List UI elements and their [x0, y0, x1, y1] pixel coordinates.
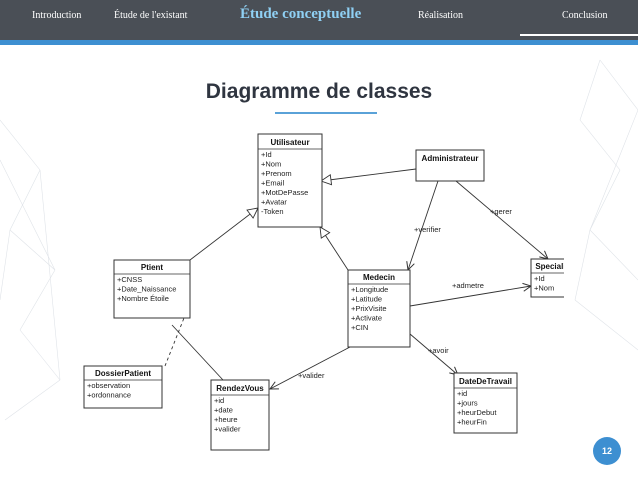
page-number-badge: 12	[593, 437, 621, 465]
class-attribute: +CIN	[351, 323, 368, 332]
class-attribute: +CNSS	[117, 275, 142, 284]
class-attribute: +PrixVisite	[351, 304, 387, 313]
classes-layer: Utilisateur+Id+Nom+Prenom+Email+MotDePas…	[83, 133, 564, 451]
label-avoir: +avoir	[428, 346, 449, 355]
label-verifier: +verifier	[414, 225, 441, 234]
class-attribute: +valider	[214, 425, 241, 434]
nav-etude-conceptuelle[interactable]: Étude conceptuelle	[240, 6, 362, 22]
class-box-medecin	[347, 269, 411, 348]
class-attribute: +jours	[457, 399, 478, 408]
nav-conclusion[interactable]: Conclusion	[562, 10, 608, 21]
top-navigation-bar: Introduction Étude de l'existant Étude c…	[0, 0, 638, 40]
class-datedetravail: DateDeTravail +id+jours+heurDebut+heurFin	[453, 372, 518, 434]
nav-etude-existant[interactable]: Étude de l'existant	[114, 10, 188, 21]
class-attribute: +Avatar	[261, 198, 287, 207]
class-name-rendezvous: RendezVous	[216, 384, 264, 393]
class-administrateur: Administrateur	[415, 149, 485, 182]
class-attribute: +heurFin	[457, 418, 487, 427]
class-box-utilisateur	[257, 133, 323, 228]
relation-administrateur-specialite	[455, 180, 548, 259]
class-box-datedetravail	[453, 372, 518, 434]
class-attribute: +Id	[261, 150, 272, 159]
class-attribute: +Date_Naissance	[117, 285, 176, 294]
relation-medecin-datedetravail	[402, 327, 458, 375]
class-attribute: +MotDePasse	[261, 188, 308, 197]
class-name-medecin: Medecin	[363, 273, 395, 282]
slide-title: Diagramme de classes	[205, 80, 433, 103]
relation-medecin-utilisateur	[319, 226, 349, 271]
label-admetre: +admetre	[452, 281, 484, 290]
class-attribute: +Activate	[351, 314, 382, 323]
class-attribute: +heure	[214, 415, 238, 424]
class-utilisateur: Utilisateur +Id+Nom+Prenom+Email+MotDePas…	[257, 133, 323, 228]
class-attribute: +id	[457, 389, 467, 398]
class-attribute: +Prenom	[261, 169, 292, 178]
class-attribute: +Latitude	[351, 295, 382, 304]
class-attribute: +ordonnance	[87, 391, 131, 400]
relation-dossierpatient-ptient	[164, 317, 185, 367]
nav-progress-segment	[520, 34, 638, 36]
title-underline	[275, 112, 377, 114]
class-name-utilisateur: Utilisateur	[270, 138, 309, 147]
class-box-ptient	[113, 259, 191, 319]
class-name-datedetravail: DateDeTravail	[459, 377, 512, 386]
class-attribute: +heurDebut	[457, 408, 497, 417]
class-name-dossierpatient: DossierPatient	[95, 369, 151, 378]
relation-administrateur-medecin	[408, 180, 439, 270]
relation-medecin-specialite	[409, 286, 531, 307]
class-name-administrateur: Administrateur	[422, 154, 479, 163]
class-name-ptient: Ptient	[141, 263, 164, 272]
relation-ptient-utilisateur	[189, 207, 259, 261]
nav-accent-line	[0, 40, 638, 45]
class-attribute: +Longitude	[351, 285, 388, 294]
class-attribute: +Nom	[261, 160, 281, 169]
label-gerer: +gerer	[490, 207, 512, 216]
label-valider: +valider	[298, 371, 325, 380]
class-name-specialite: Specialite	[535, 262, 564, 271]
class-attribute: +Nom	[534, 284, 554, 293]
class-attribute: +observation	[87, 381, 130, 390]
class-rendezvous: RendezVous +id+date+heure+valider	[210, 379, 270, 451]
class-specialite: Specialite +Id+Nom	[530, 258, 564, 298]
relation-medecin-rendezvous	[270, 346, 351, 389]
class-ptient: Ptient +CNSS+Date_Naissance+Nombre Étoile	[113, 259, 191, 319]
class-attribute: +Email	[261, 179, 284, 188]
nav-introduction[interactable]: Introduction	[32, 10, 82, 21]
nav-realisation[interactable]: Réalisation	[418, 10, 463, 21]
class-attribute: +date	[214, 406, 233, 415]
class-box-specialite	[530, 258, 564, 298]
class-attribute: +Nombre Étoile	[117, 294, 169, 303]
class-medecin: Medecin +Longitude+Latitude+PrixVisite+Ac…	[347, 269, 411, 348]
class-attribute: +Id	[534, 274, 545, 283]
relation-ptient-rendezvous	[171, 324, 224, 381]
class-diagram-frame: +verifier +gerer +admetre +avoir +valide…	[78, 128, 564, 458]
relations-layer	[164, 168, 548, 389]
class-box-rendezvous	[210, 379, 270, 451]
class-attribute: -Token	[261, 207, 284, 216]
class-box-administrateur	[415, 149, 485, 182]
relation-administrateur-utilisateur	[320, 168, 417, 186]
class-diagram: +verifier +gerer +admetre +avoir +valide…	[83, 133, 564, 451]
class-attribute: +id	[214, 396, 224, 405]
class-box-dossierpatient	[83, 365, 163, 409]
class-dossierpatient: DossierPatient +observation+ordonnance	[83, 365, 163, 409]
